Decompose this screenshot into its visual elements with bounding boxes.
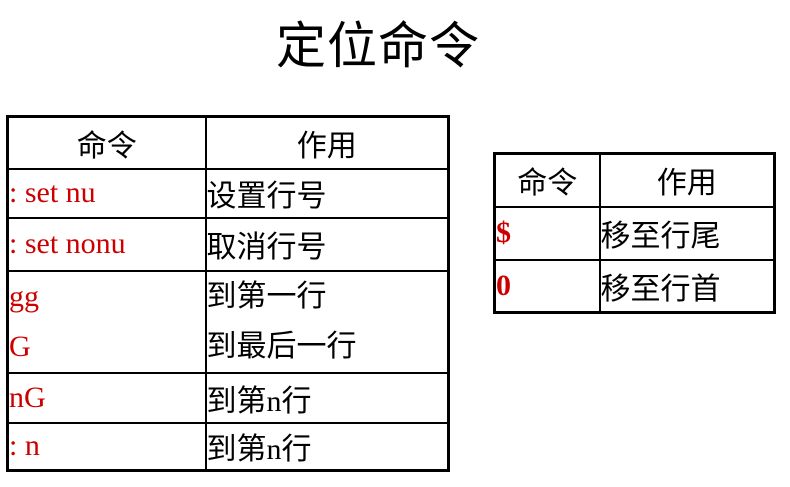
action-cell: 移至行首 — [598, 258, 776, 314]
page-title: 定位命令 — [276, 18, 480, 74]
column-header-action: 作用 — [204, 115, 450, 170]
command-cell: : n — [6, 421, 207, 472]
table-row: 0 移至行首 — [493, 258, 776, 314]
command-cell: : set nu — [6, 167, 207, 219]
table-header-row: 命令 作用 — [493, 152, 776, 208]
action-cell: 到第n行 — [204, 371, 450, 424]
action-line: 到最后一行 — [206, 329, 357, 363]
column-header-command: 命令 — [6, 115, 207, 170]
action-cell: 取消行号 — [204, 216, 450, 272]
column-header-action: 作用 — [598, 152, 776, 208]
table-row: : n 到第n行 — [6, 421, 450, 472]
table-row: $ 移至行尾 — [493, 205, 776, 261]
action-line: 到第一行 — [206, 279, 327, 313]
action-cell: 设置行号 — [204, 167, 450, 219]
table-row: : set nonu 取消行号 — [6, 216, 450, 272]
command-cell: nG — [6, 371, 207, 424]
command-cell: $ — [493, 205, 601, 261]
command-line: G — [9, 329, 31, 363]
table-row: gg G 到第一行 到最后一行 — [6, 269, 450, 374]
action-cell: 到第一行 到最后一行 — [204, 269, 450, 374]
positioning-commands-table: 命令 作用 : set nu 设置行号 : set nonu 取消行号 gg G… — [6, 115, 450, 472]
line-position-commands-table: 命令 作用 $ 移至行尾 0 移至行首 — [493, 152, 776, 314]
table-header-row: 命令 作用 — [6, 115, 450, 170]
table-row: : set nu 设置行号 — [6, 167, 450, 219]
command-cell: gg G — [6, 269, 207, 374]
command-cell: : set nonu — [6, 216, 207, 272]
command-line: gg — [9, 279, 40, 313]
action-cell: 移至行尾 — [598, 205, 776, 261]
action-cell: 到第n行 — [204, 421, 450, 472]
column-header-command: 命令 — [493, 152, 601, 208]
command-cell: 0 — [493, 258, 601, 314]
table-row: nG 到第n行 — [6, 371, 450, 424]
